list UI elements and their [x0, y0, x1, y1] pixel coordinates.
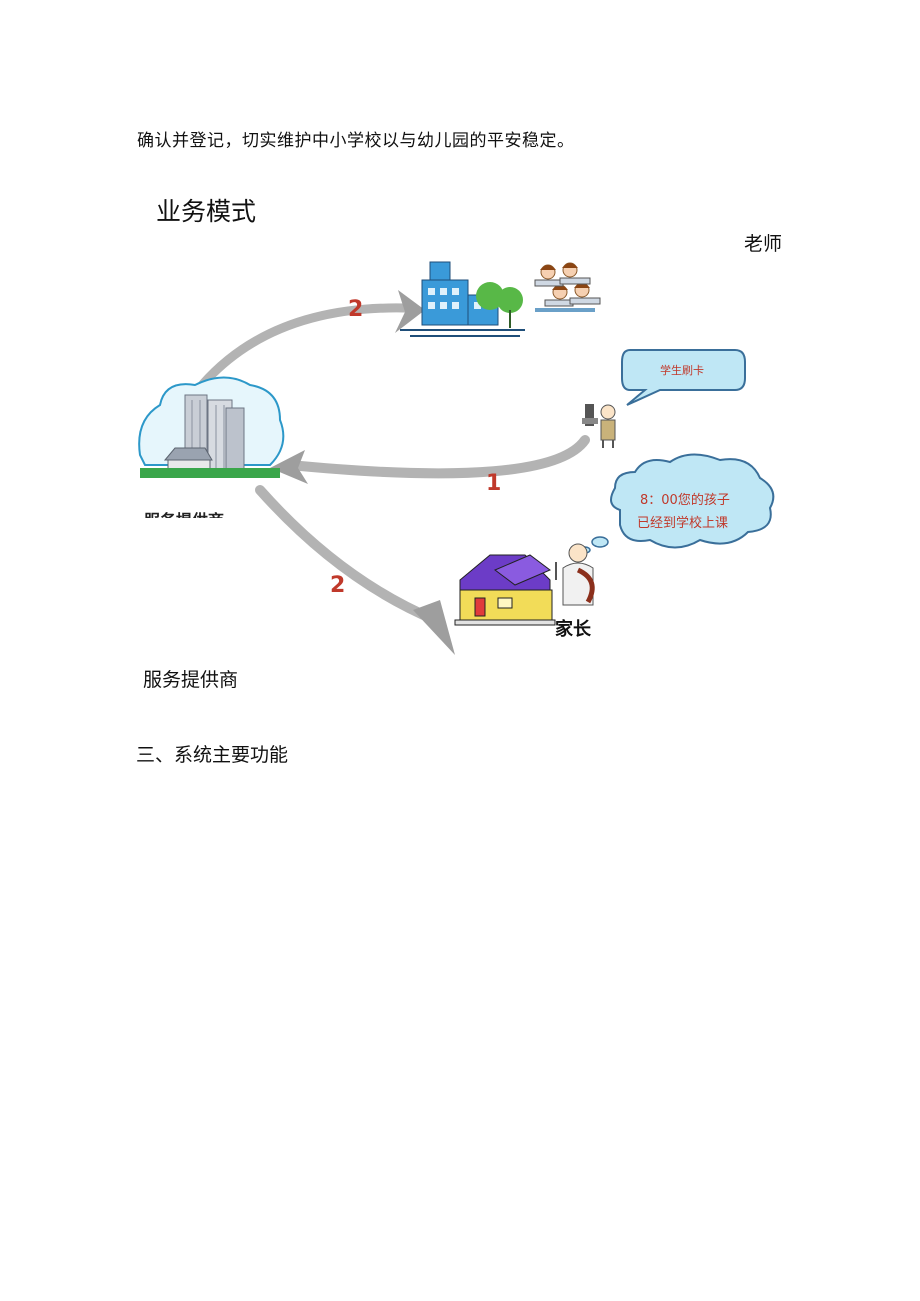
- business-model-diagram: 2 1 2 服务提供商: [138, 261, 775, 655]
- card-swipe-text: 学生刷卡: [660, 363, 704, 377]
- arrow-bottom: [255, 485, 455, 655]
- house-icon: [454, 554, 556, 626]
- school-building-icon: [400, 261, 525, 337]
- section-title: 业务模式: [156, 197, 257, 226]
- parent-label: 家长: [555, 618, 592, 640]
- parent-message-line2: 已经到学校上课: [637, 515, 728, 531]
- card-reader-student-icon: [582, 404, 616, 448]
- card-swipe-bubble: [621, 349, 746, 406]
- arrow-top: [185, 290, 425, 405]
- intro-paragraph: 确认并登记，切实维护中小学校以与幼儿园的平安稳定。: [137, 131, 575, 151]
- arrow-middle: [270, 435, 590, 484]
- arrow-bottom-number: 2: [330, 573, 345, 598]
- provider-label: 服务提供商: [143, 669, 239, 691]
- parent-message-cloud: [579, 453, 775, 554]
- section-heading-3: 三、系统主要功能: [136, 744, 289, 766]
- parent-figure-icon: [555, 543, 595, 606]
- arrow-middle-number: 1: [486, 471, 501, 496]
- teacher-label: 老师: [744, 233, 783, 255]
- parent-message-line1: 8：00您的孩子: [640, 492, 730, 508]
- arrow-top-number: 2: [348, 297, 363, 322]
- classroom-students-icon: [534, 262, 601, 312]
- provider-label-cropped: 服务提供商: [144, 511, 224, 530]
- provider-building-icon: [138, 376, 285, 478]
